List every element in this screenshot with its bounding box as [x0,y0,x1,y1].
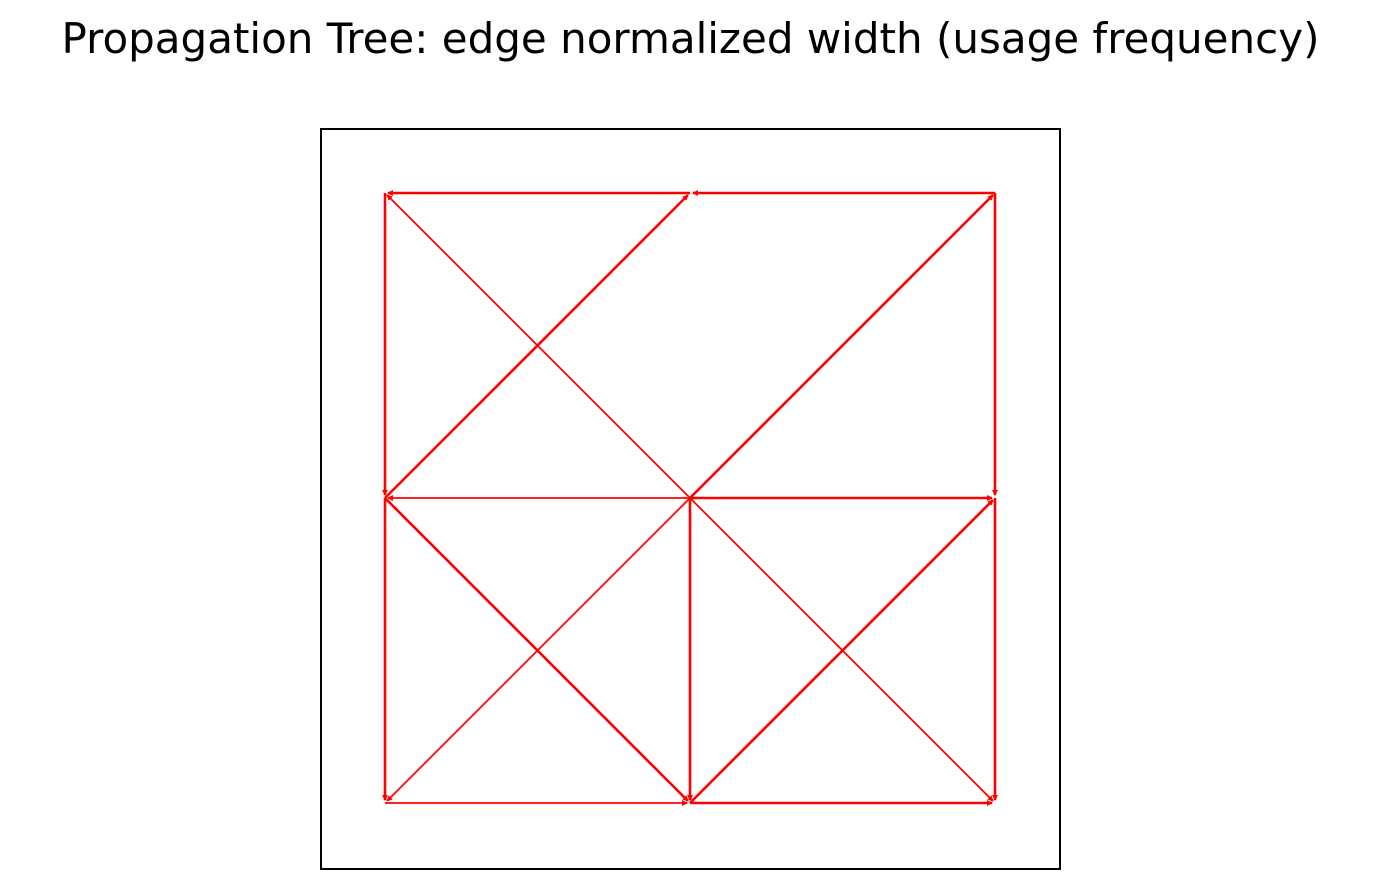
edge-n11-to-n00 [386,194,691,499]
chart-title: Propagation Tree: edge normalized width … [61,14,1320,63]
edge-n11-to-n22 [689,497,994,802]
plot-frame [320,128,1061,870]
edge-n11-to-n02 [386,497,691,802]
edge-n12-to-n21 [689,499,994,804]
edge-n01-to-n10 [384,194,689,499]
edges-layer [382,190,998,806]
edge-n11-to-n20 [689,194,994,499]
edge-n01-to-n12 [384,497,689,802]
